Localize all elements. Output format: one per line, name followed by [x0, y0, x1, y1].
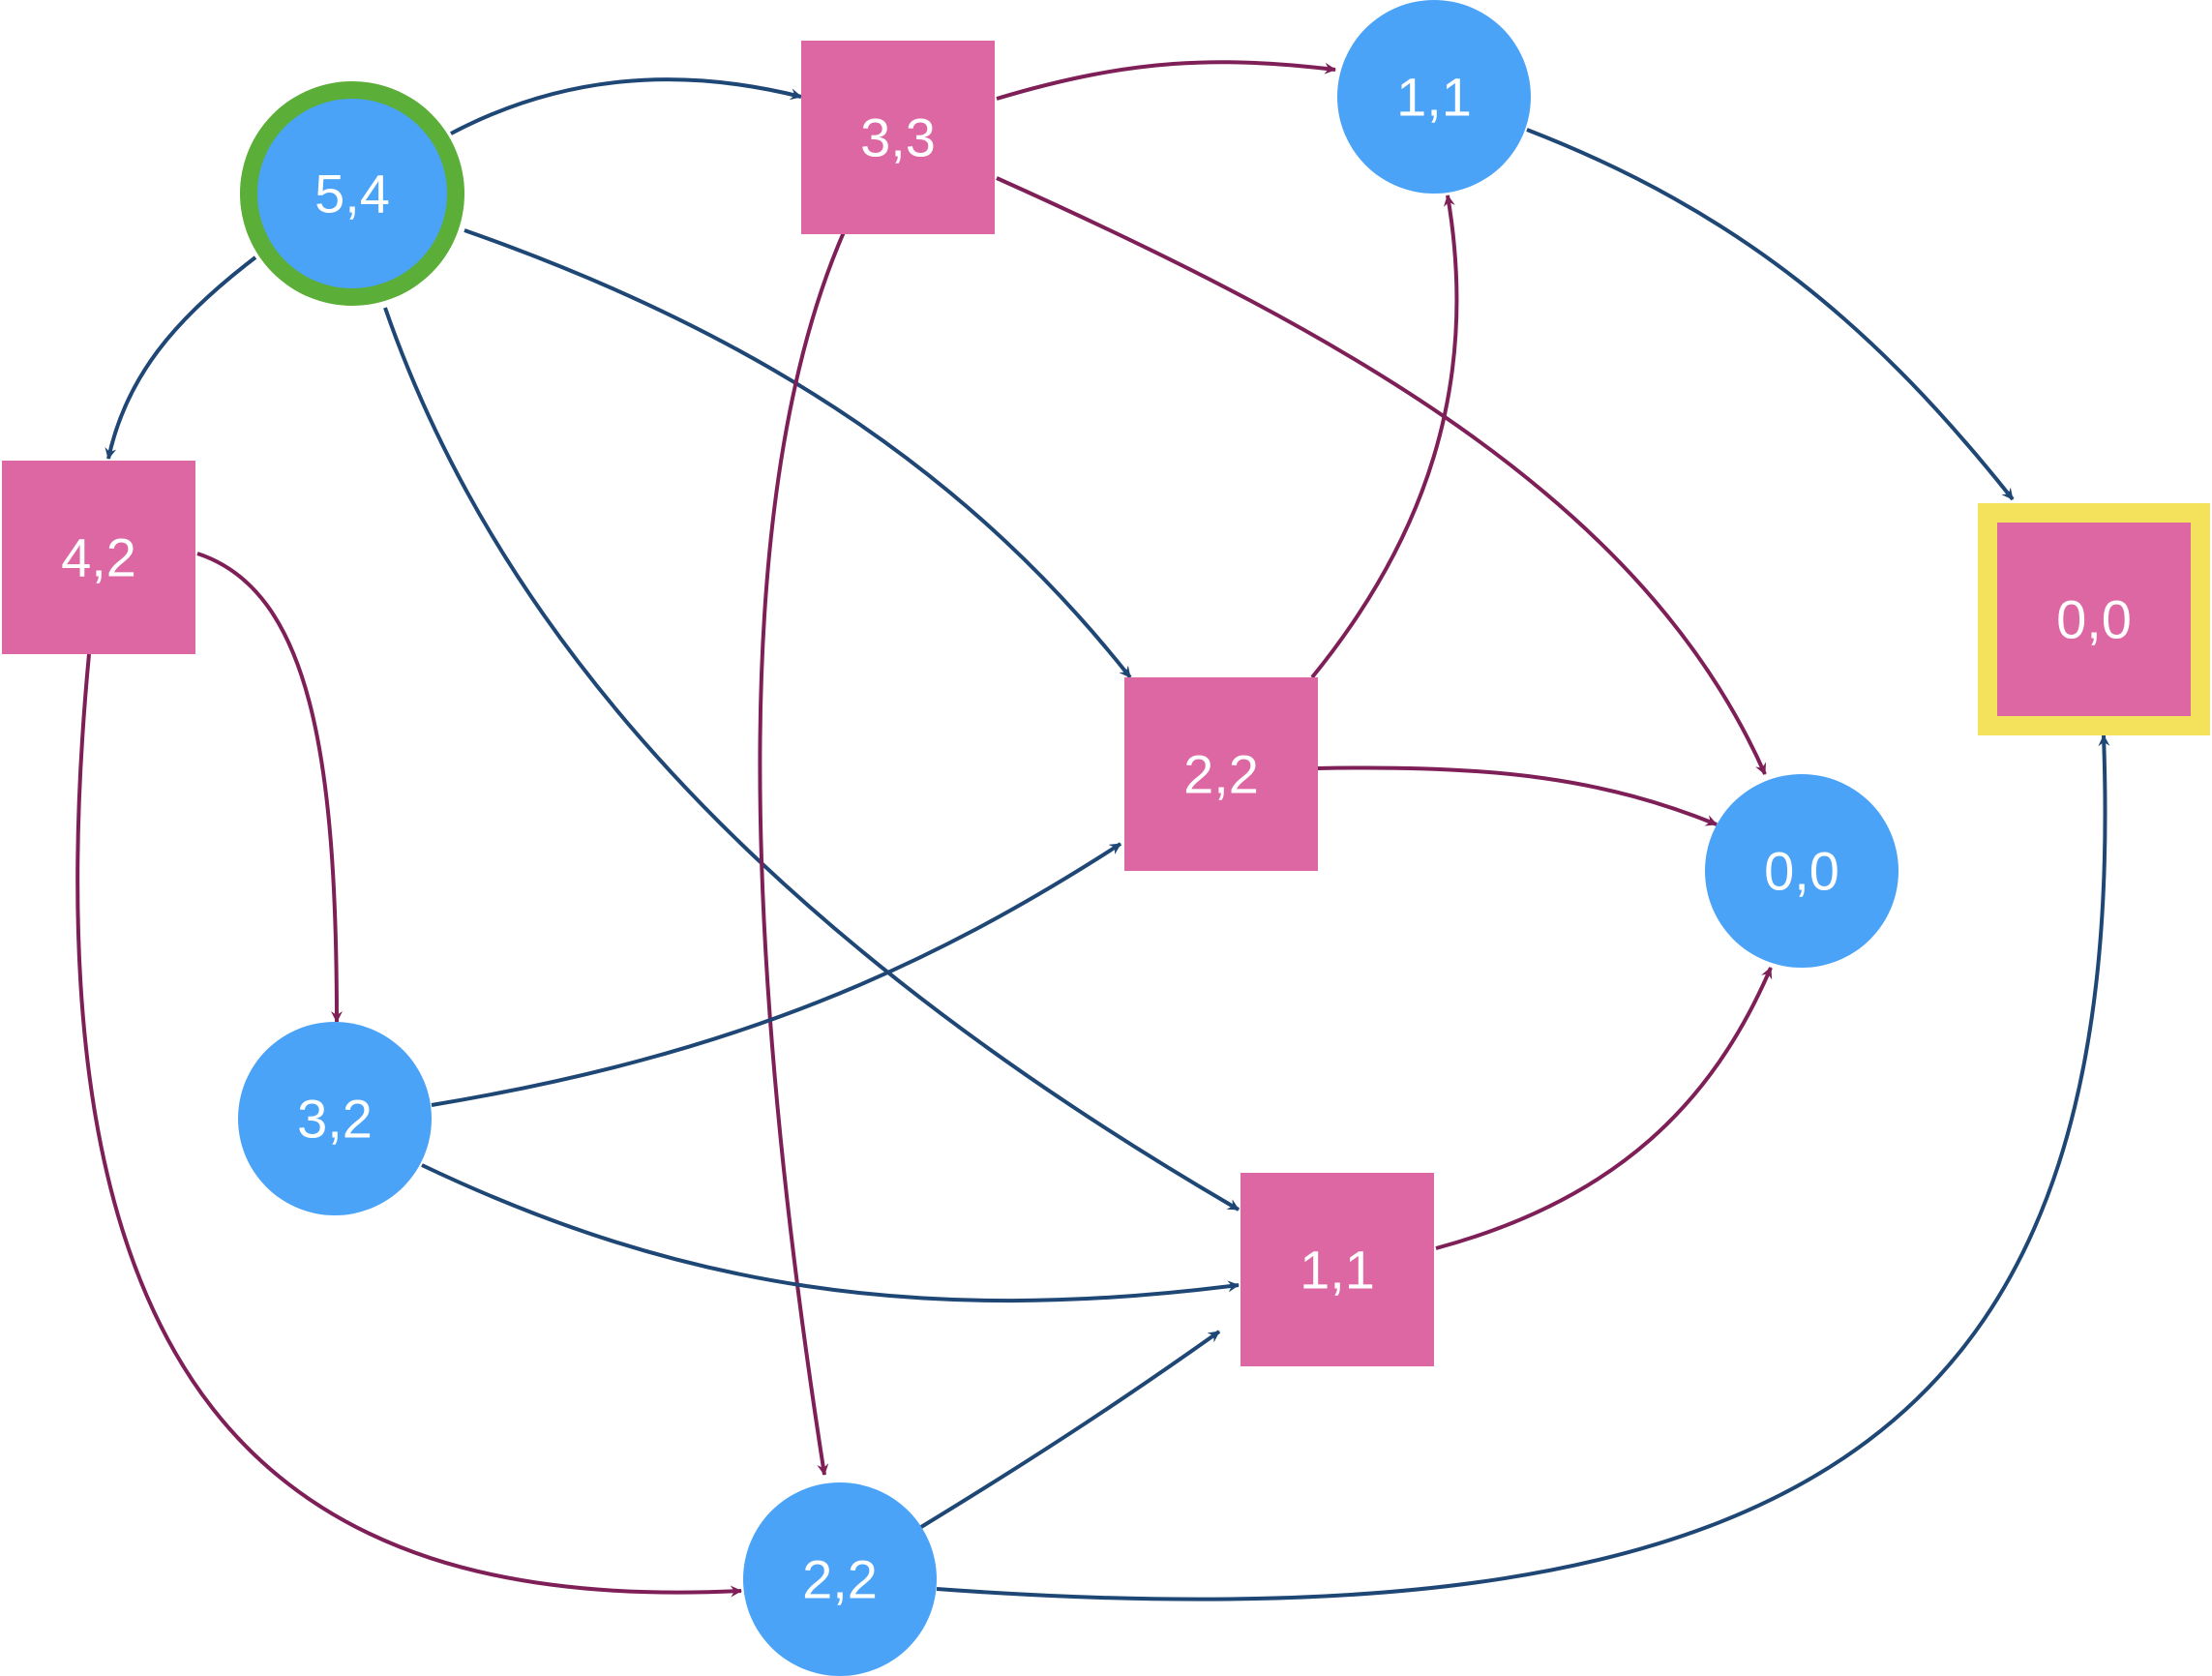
node-square	[801, 41, 995, 234]
edge-s11-to-c00	[1435, 967, 1773, 1250]
edge-c32-to-s22	[431, 842, 1122, 1107]
node-square	[1241, 1173, 1434, 1366]
node-label: 1,1	[1396, 67, 1472, 128]
node-label: 0,0	[1764, 841, 1839, 902]
edge-n54-to-s33	[450, 77, 802, 135]
edge-c32-to-s11	[421, 1163, 1240, 1303]
node-1-1-square[interactable]: 1,1	[1241, 1173, 1434, 1366]
node-square	[1997, 523, 2191, 716]
edge-c22-to-s00goal	[936, 734, 2110, 1601]
node-goal-0-0[interactable]: 0,0	[1978, 503, 2210, 735]
edge-s42-to-c32	[196, 552, 343, 1023]
node-2-2-square[interactable]: 2,2	[1124, 677, 1318, 871]
node-label: 2,2	[1183, 744, 1259, 805]
edge-s22-to-c11top	[1310, 195, 1459, 679]
node-2-2-circle[interactable]: 2,2	[743, 1482, 937, 1676]
edge-c11top-to-s00goal	[1526, 128, 2015, 501]
node-label: 2,2	[802, 1549, 878, 1610]
node-label: 4,2	[61, 527, 136, 588]
edge-s33-to-c22	[758, 231, 846, 1476]
node-4-2-square[interactable]: 4,2	[2, 461, 195, 654]
node-circle	[1705, 774, 1898, 968]
edges	[75, 60, 2110, 1601]
node-start-5-4[interactable]: 5,4	[240, 81, 464, 306]
edge-n54-to-s22	[463, 228, 1132, 679]
edge-s33-to-c00	[996, 176, 1767, 775]
node-3-2-circle[interactable]: 3,2	[238, 1022, 432, 1215]
edge-s22-to-c00	[1317, 765, 1718, 826]
edge-s42-to-c22	[75, 653, 742, 1598]
node-circle	[743, 1482, 937, 1676]
node-1-1-circle-top[interactable]: 1,1	[1337, 0, 1531, 194]
node-square	[1124, 677, 1318, 871]
node-0-0-circle[interactable]: 0,0	[1705, 774, 1898, 968]
node-circle	[1337, 0, 1531, 194]
node-circle	[238, 1022, 432, 1215]
edge-s33-to-c11top	[996, 60, 1336, 101]
node-label: 5,4	[314, 164, 390, 224]
node-label: 0,0	[2056, 589, 2132, 650]
node-label: 3,2	[297, 1089, 373, 1150]
node-label: 3,3	[860, 107, 936, 168]
node-3-3-square[interactable]: 3,3	[801, 41, 995, 234]
node-square	[2, 461, 195, 654]
edge-n54-to-s11	[383, 307, 1241, 1212]
node-circle	[257, 99, 447, 288]
edge-n54-to-s42	[105, 255, 257, 460]
edge-c22-to-s11	[919, 1330, 1221, 1529]
node-label: 1,1	[1300, 1240, 1375, 1301]
